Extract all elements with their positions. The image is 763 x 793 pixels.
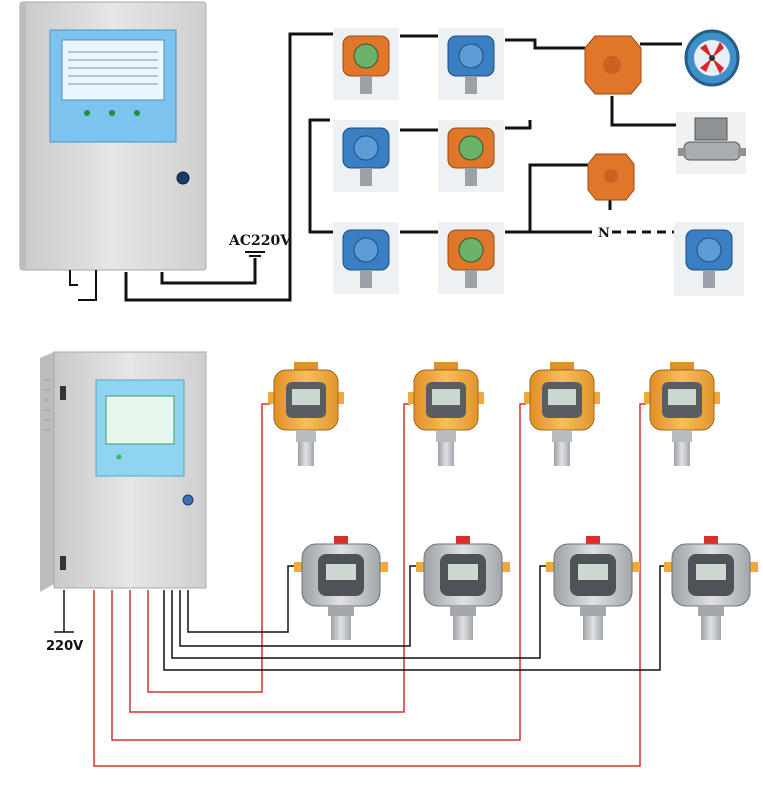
top-detector-blue-2 (333, 120, 399, 192)
red-wiring (93, 403, 646, 767)
silver-detector-4 (664, 536, 758, 640)
top-detector-blue-3 (333, 222, 399, 294)
yellow-detector-1 (268, 362, 344, 466)
bottom-diagram: 220V (40, 351, 758, 767)
status-light-fault (109, 110, 115, 116)
top-detector-blue-1 (438, 28, 504, 100)
ground-icon (245, 251, 265, 257)
top-detector-orange-2 (438, 120, 504, 192)
top-detector-orange-1 (333, 28, 399, 100)
top-controller-screen (61, 39, 165, 101)
top-detector-blue-4 (674, 222, 744, 296)
top-wiring (124, 32, 682, 302)
ac-power-label: AC220V (228, 233, 292, 249)
relay-box-2 (587, 153, 635, 201)
silver-detector-2 (416, 536, 510, 640)
fan-icon (683, 28, 743, 90)
silver-detector-1 (294, 536, 388, 640)
status-light (116, 454, 122, 460)
top-diagram: AC220V N (19, 1, 746, 302)
relay-box-1 (584, 35, 642, 95)
chain-n-label: N (598, 226, 610, 241)
top-controller-cabinet (19, 1, 207, 301)
black-wiring (163, 565, 668, 671)
silver-detector-3 (546, 536, 640, 640)
top-detector-orange-3 (438, 222, 504, 294)
cabinet-lock (182, 494, 194, 506)
solenoid-valve-icon (676, 112, 746, 174)
yellow-detector-2 (408, 362, 484, 466)
cabinet-lock (176, 171, 190, 185)
yellow-detector-3 (524, 362, 600, 466)
bottom-controller-screen (105, 395, 175, 445)
status-light-alarm (134, 110, 140, 116)
bottom-controller-cabinet (40, 351, 207, 592)
yellow-detector-4 (644, 362, 720, 466)
status-light-power (84, 110, 90, 116)
power-220v-label: 220V (46, 639, 83, 654)
